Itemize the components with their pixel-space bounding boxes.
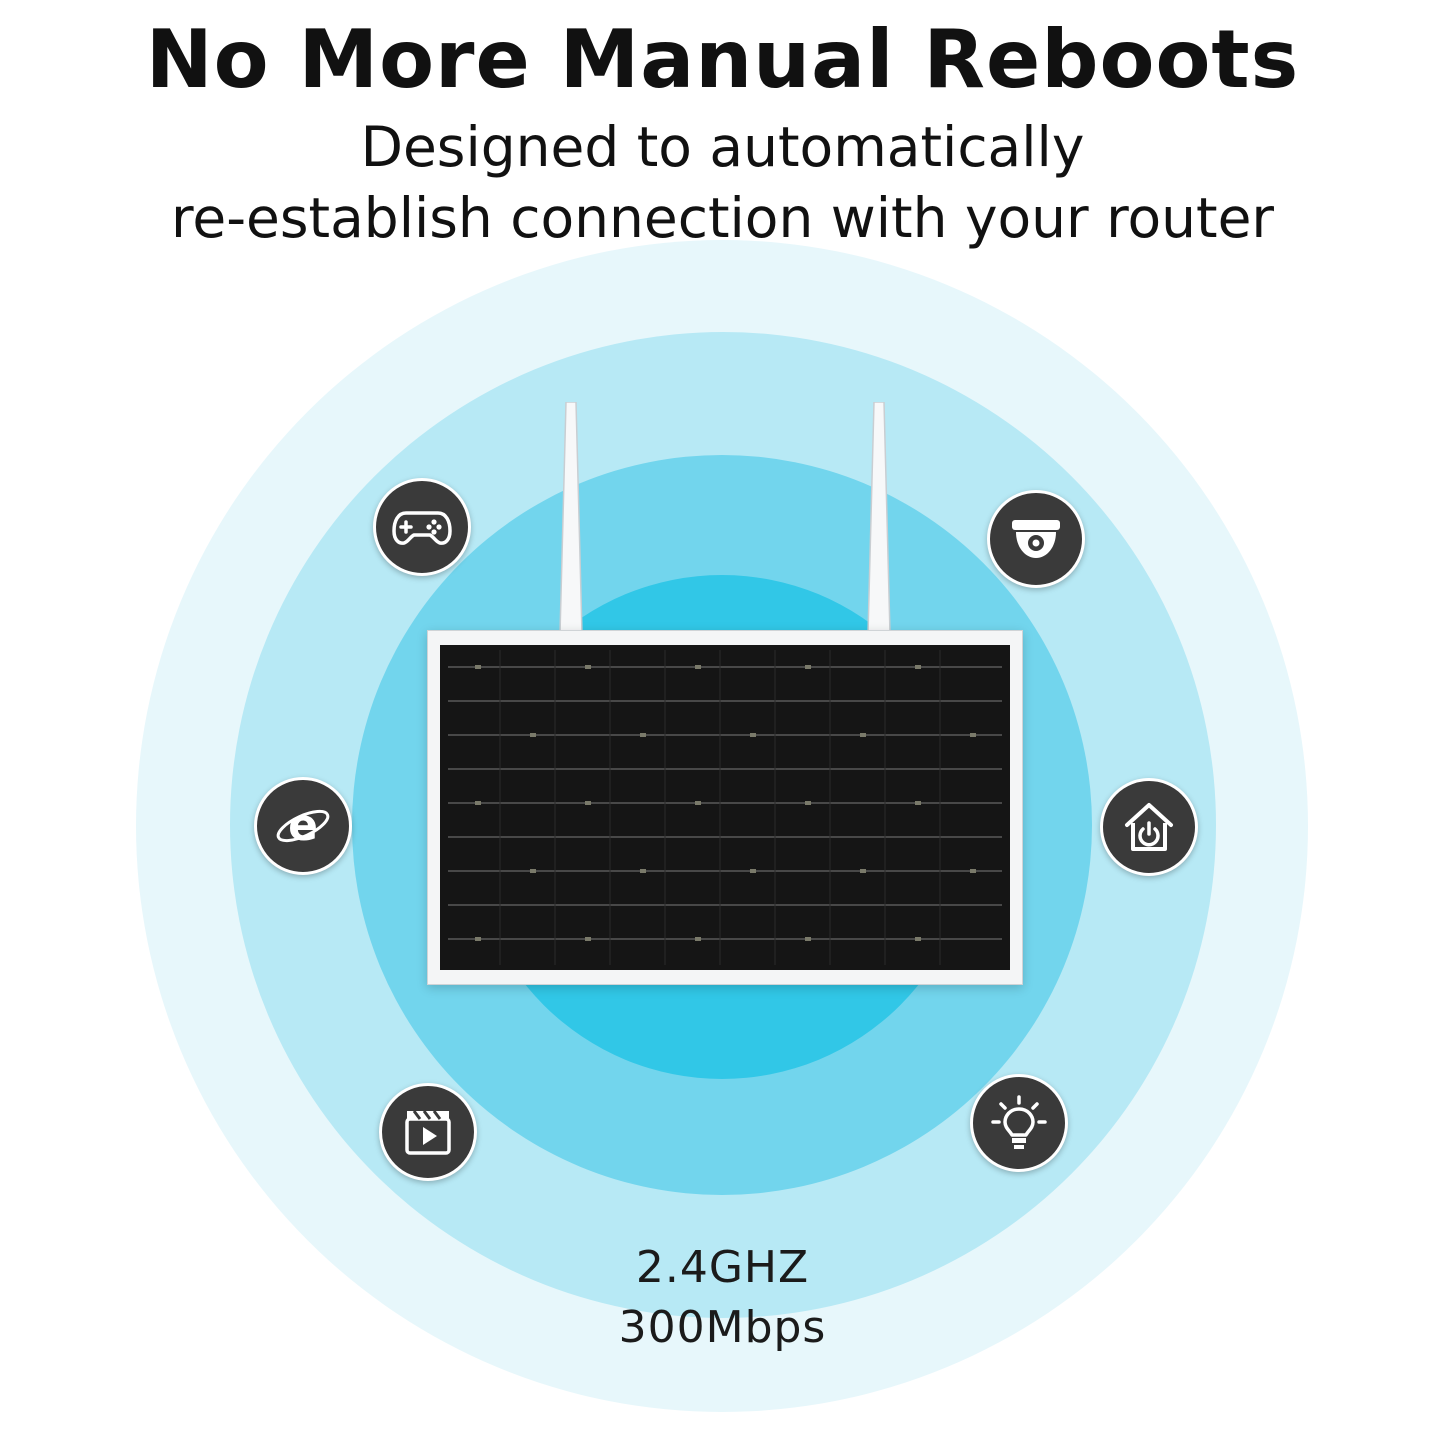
light-bulb-icon [970, 1074, 1068, 1172]
gamepad-icon [373, 478, 471, 576]
frequency-label: 2.4GHZ [635, 1242, 810, 1293]
solar-cells [440, 645, 1010, 970]
antenna-right [867, 402, 891, 634]
subheadline-line-1: Designed to automatically [360, 115, 1085, 179]
security-camera-icon [987, 490, 1085, 588]
speed-label: 300Mbps [618, 1302, 827, 1353]
solar-panel-router [427, 630, 1023, 985]
solar-cell-grid [448, 650, 1002, 965]
smart-home-icon [1100, 778, 1198, 876]
video-play-icon [379, 1083, 477, 1181]
subheadline-line-2: re-establish connection with your router [170, 186, 1275, 250]
svg-text:e: e [288, 800, 318, 851]
headline: No More Manual Reboots [145, 13, 1300, 106]
antenna-left [559, 402, 583, 634]
internet-browser-icon: e [254, 777, 352, 875]
